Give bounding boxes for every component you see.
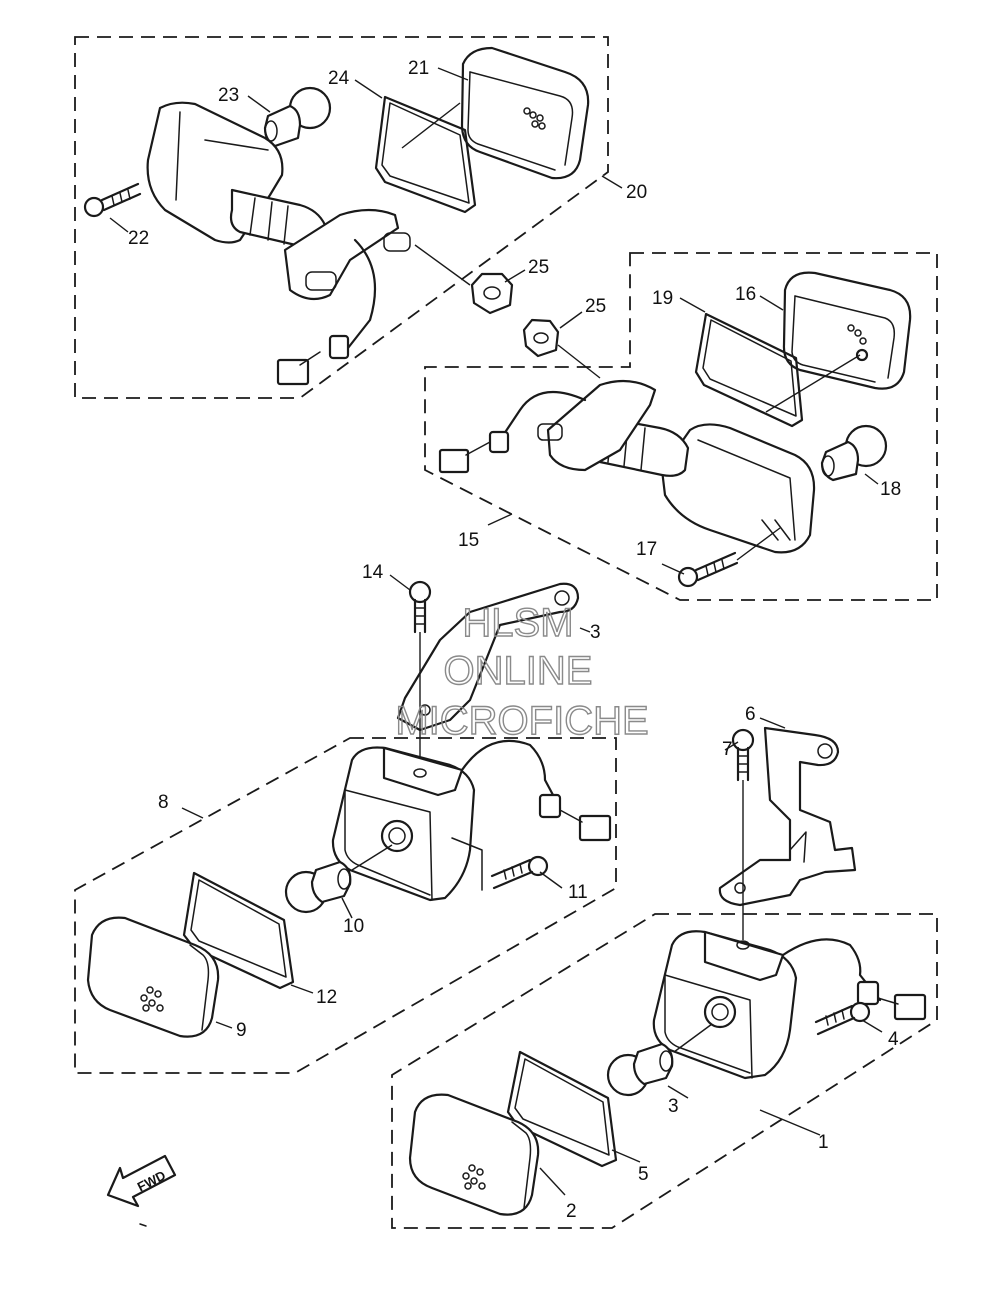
screw-17: [677, 551, 739, 588]
housing-20: [146, 101, 411, 386]
callout-19: 19: [652, 288, 673, 309]
callout-22: 22: [128, 228, 149, 249]
flasher-assembly-8: [86, 739, 612, 1038]
lens-16: [782, 271, 912, 390]
callout-18: 18: [880, 479, 901, 500]
screw-4: [814, 1001, 871, 1036]
gasket-24: [374, 95, 477, 214]
callout-24: 24: [328, 68, 350, 89]
gasket-12: [182, 871, 295, 990]
nut-25a: [470, 272, 514, 315]
callout-12: 12: [316, 987, 337, 1008]
bulb-18: [820, 424, 888, 482]
watermark: HLSM ONLINE MICROFICHE: [395, 600, 650, 743]
callout-23: 23: [218, 85, 239, 106]
callout-20: 20: [626, 182, 647, 203]
lens-9: [86, 916, 220, 1038]
nut-25b: [522, 318, 560, 358]
assembly-1-box: [391, 913, 938, 1229]
flasher-assembly-15: [438, 271, 912, 588]
callout-8: 8: [158, 792, 169, 813]
callout-25b: 25: [585, 296, 606, 317]
bulb-23: [263, 86, 332, 148]
callout-7: 7: [722, 739, 733, 760]
callout-5: 5: [638, 1164, 649, 1185]
callout-9: 9: [236, 1020, 247, 1041]
callouts: 1 2 3 4 5 6 7 8 9 10 11 12 3 14 15 16 17…: [109, 58, 901, 1222]
lens-2: [408, 1093, 540, 1216]
housing-8: [331, 739, 612, 902]
callout-3: 3: [668, 1096, 679, 1117]
watermark-line2: ONLINE: [444, 649, 593, 693]
callout-13: 3: [590, 622, 601, 643]
screw-22: [83, 182, 142, 218]
gasket-19: [694, 312, 804, 428]
callout-16: 16: [735, 284, 756, 305]
callout-4: 4: [888, 1029, 899, 1050]
callout-11: 11: [568, 882, 588, 903]
callout-17: 17: [636, 539, 657, 560]
assembly-15-box: [424, 252, 938, 601]
callout-14: 14: [362, 562, 384, 583]
watermark-line1: HLSM: [462, 601, 573, 645]
forward-arrow-icon: FWD: [106, 1154, 177, 1208]
housing-15: [438, 379, 816, 554]
bulb-10: [284, 860, 352, 914]
housing-1: [652, 930, 927, 1080]
flasher-assembly-20: [83, 46, 590, 386]
callout-6: 6: [745, 704, 756, 725]
callout-15: 15: [458, 530, 479, 551]
assembly-20-box: [74, 36, 609, 399]
callout-21: 21: [408, 58, 429, 79]
callout-25a: 25: [528, 257, 549, 278]
assembly-8-box: [74, 737, 617, 1074]
screw-7: [731, 728, 755, 782]
callout-10: 10: [343, 916, 364, 937]
callout-1: 1: [818, 1132, 829, 1153]
flasher-assembly-1: [408, 930, 927, 1216]
lens-21: [460, 46, 590, 180]
bulb-3: [606, 1042, 674, 1097]
gasket-5: [506, 1050, 618, 1168]
corner-mark: [139, 1223, 147, 1227]
watermark-line3: MICROFICHE: [395, 699, 648, 743]
callout-2: 2: [566, 1201, 577, 1222]
bracket-6: [718, 726, 857, 907]
screw-14: [408, 580, 432, 634]
screw-11: [490, 855, 549, 890]
